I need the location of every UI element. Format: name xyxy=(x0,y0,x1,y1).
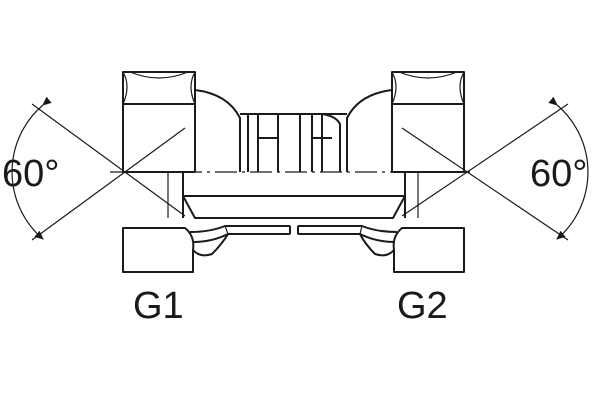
lower-body-outline xyxy=(189,217,398,243)
left-angle-label: 60° xyxy=(2,153,59,195)
central-hex xyxy=(247,113,341,172)
right-angle-indicator xyxy=(401,96,589,241)
left-angle-indicator xyxy=(11,96,186,241)
left-port-label: G1 xyxy=(133,285,184,327)
body-upper-outline xyxy=(194,89,393,172)
right-angle-label: 60° xyxy=(530,153,587,195)
right-nut-section xyxy=(392,227,465,273)
tube-section xyxy=(182,195,406,219)
right-port-label: G2 xyxy=(397,285,448,327)
right-hex-nut xyxy=(391,71,465,173)
left-hex-nut xyxy=(122,71,196,173)
left-nut-section xyxy=(122,227,195,273)
